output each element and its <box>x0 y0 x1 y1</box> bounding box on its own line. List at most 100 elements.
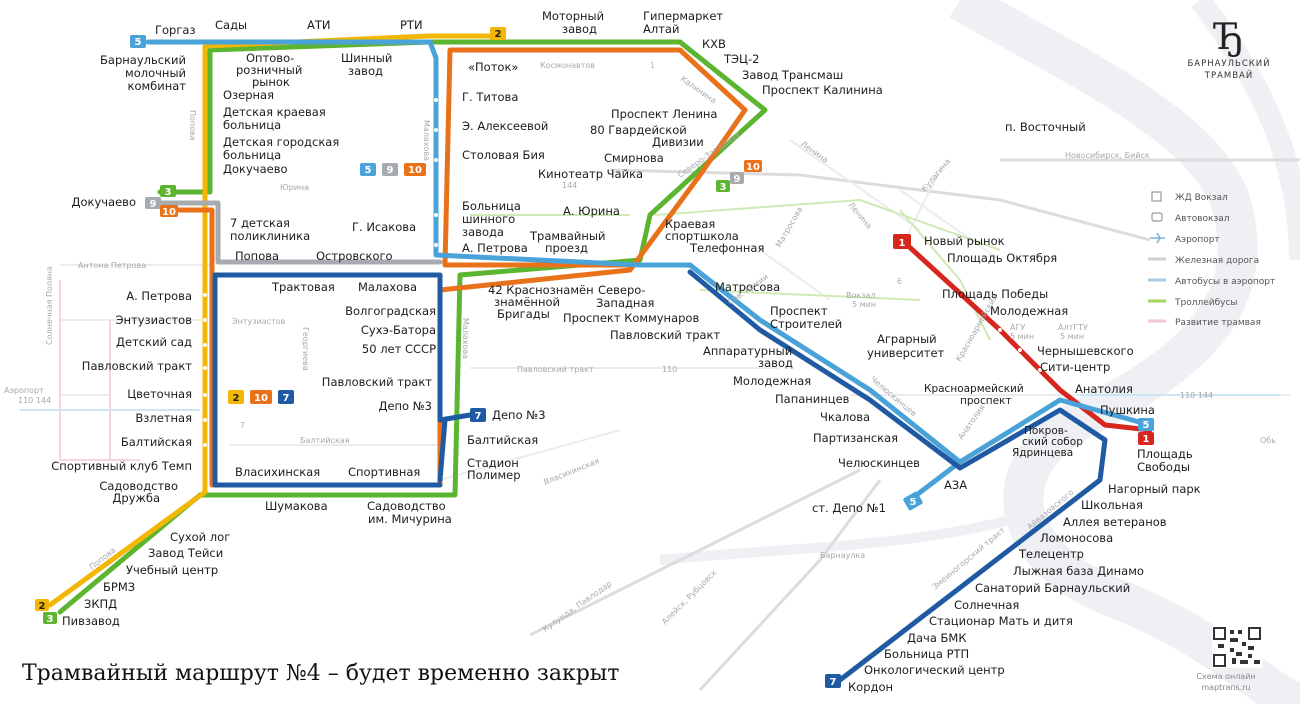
station-label: комбинат <box>128 79 187 93</box>
legend-item: Троллейбусы <box>1148 298 1238 308</box>
station-label: розничный <box>236 63 302 77</box>
station-label: АЗА <box>944 478 967 492</box>
station-label: Пивзавод <box>62 614 120 628</box>
river-barnaulka <box>659 515 1012 565</box>
station-label: ТЭЦ-2 <box>723 52 759 66</box>
station-label: Телецентр <box>1018 547 1084 561</box>
station-label: Попова <box>235 249 279 263</box>
station-labels: Горгаз Сады АТИ РТИ Моторный завод Гипер… <box>51 9 1200 694</box>
route-badge-label: 5 <box>135 37 142 48</box>
station-label: Депо №3 <box>378 399 432 413</box>
station-label: Покров- <box>1024 425 1068 437</box>
station-label: Северо- <box>598 283 645 297</box>
route-badge-5 <box>903 491 923 511</box>
route-badge-label: 1 <box>899 238 906 249</box>
stop-dot <box>203 393 207 397</box>
station-label: Трактовая <box>271 280 335 294</box>
river-ob-2 <box>1191 0 1300 261</box>
station-ticks <box>203 98 1042 447</box>
route-badge-label: 2 <box>495 29 502 40</box>
station-label: РТИ <box>400 18 423 32</box>
street-label: Новосибирск, Бийск <box>1065 151 1150 160</box>
route-badge-9 <box>730 172 744 184</box>
legend-label: Автовокзал <box>1175 214 1230 224</box>
station-label: Кинотеатр Чайка <box>538 167 643 181</box>
street-label: 144 <box>562 181 577 190</box>
station-label: Детская городская <box>223 135 339 149</box>
station-label: Спортивная <box>348 465 420 479</box>
street-label: Обь <box>1260 436 1276 445</box>
street-label: Кулунда, Павлодар <box>541 579 613 634</box>
route-badge-2 <box>35 599 49 611</box>
station-label: Балтийская <box>467 433 538 447</box>
street-label: Власихинская <box>542 456 600 487</box>
stop-dot <box>203 318 207 322</box>
station-label: А. Петрова <box>126 289 192 303</box>
station-label: Смирнова <box>604 151 664 165</box>
qr-caption: Схема онлайн maptrans.ru <box>1186 671 1266 693</box>
station-label: п. Восточный <box>1005 120 1086 134</box>
route-badge-3 <box>160 185 176 197</box>
street-label: Вокзал <box>846 291 875 300</box>
station-label: Телефонная <box>689 241 764 255</box>
route-badge-2 <box>490 27 506 40</box>
station-label: университет <box>867 346 945 360</box>
street-label: Энтузиастов <box>232 317 286 326</box>
station-label: Проспект <box>770 304 828 318</box>
route-badge-5 <box>130 35 146 48</box>
station-label: Площадь <box>1137 447 1193 461</box>
route-7-line <box>212 269 1108 683</box>
route-badge-label: 10 <box>254 393 268 404</box>
street-label: Малахова <box>461 318 470 359</box>
station-label: Проспект Калинина <box>762 83 883 97</box>
station-label: Спортивный клуб Темп <box>51 459 192 473</box>
station-label: Западная <box>596 296 654 310</box>
railway-station-icon <box>1151 191 1162 202</box>
route-badge-label: 5 <box>365 165 372 176</box>
station-label: Площадь Октября <box>947 251 1057 265</box>
street-label: 5 мин <box>1060 332 1084 341</box>
station-label: Сухэ-Батора <box>361 323 436 337</box>
route-badge-1 <box>1138 432 1154 445</box>
station-label: Учебный центр <box>126 563 218 577</box>
station-label: А. Юрина <box>563 204 620 218</box>
route-badge-label: 10 <box>162 207 176 218</box>
legend-item: ЖД Вокзал <box>1151 191 1228 203</box>
airport-icon <box>1150 232 1165 244</box>
station-label: Столовая Бия <box>462 148 545 162</box>
route-badge-label: 9 <box>150 199 157 210</box>
legend-label: Железная дорога <box>1175 256 1259 266</box>
street-label: Космонавтов <box>540 61 595 70</box>
station-label: Кордон <box>848 680 893 694</box>
route-10-line <box>162 47 748 488</box>
route-badge-label: 1 <box>1143 434 1150 445</box>
station-label: Партизанская <box>813 431 898 445</box>
route-badge-label: 7 <box>830 677 837 688</box>
railway-4 <box>698 479 882 692</box>
station-label: Депо №3 <box>492 408 546 422</box>
station-label: Аллея ветеранов <box>1063 515 1167 529</box>
route-badge-label: 2 <box>39 601 46 612</box>
closure-caption: Трамвайный маршрут №4 – будет временно з… <box>22 661 620 686</box>
route-badge-10 <box>250 390 272 404</box>
stop-dot <box>203 418 207 422</box>
route-badge-1 <box>893 234 911 249</box>
station-label: Ядринцева <box>1012 447 1073 459</box>
station-label: Площадь Победы <box>942 287 1048 301</box>
qr-finder <box>1248 627 1261 640</box>
station-label: поликлиника <box>230 229 310 243</box>
station-label: Детская краевая <box>223 105 326 119</box>
station-label: Садоводство <box>367 499 446 513</box>
logo-glyph: Ђ <box>1214 17 1244 58</box>
station-label: Волгоградская <box>345 304 436 318</box>
station-label: Молодежная <box>990 304 1068 318</box>
logo-text-line1: БАРНАУЛЬСКИЙ <box>1187 59 1271 69</box>
stop-dot <box>434 243 438 247</box>
qr-finder <box>1213 654 1226 667</box>
station-label: Матросова <box>715 280 780 294</box>
station-label: Красноармейский <box>924 383 1024 395</box>
station-label: Проспект Ленина <box>611 107 717 121</box>
street-label: 7 <box>240 421 245 430</box>
street-label: 5 мин <box>852 300 876 309</box>
street-label: Антона Петрова <box>78 261 146 270</box>
